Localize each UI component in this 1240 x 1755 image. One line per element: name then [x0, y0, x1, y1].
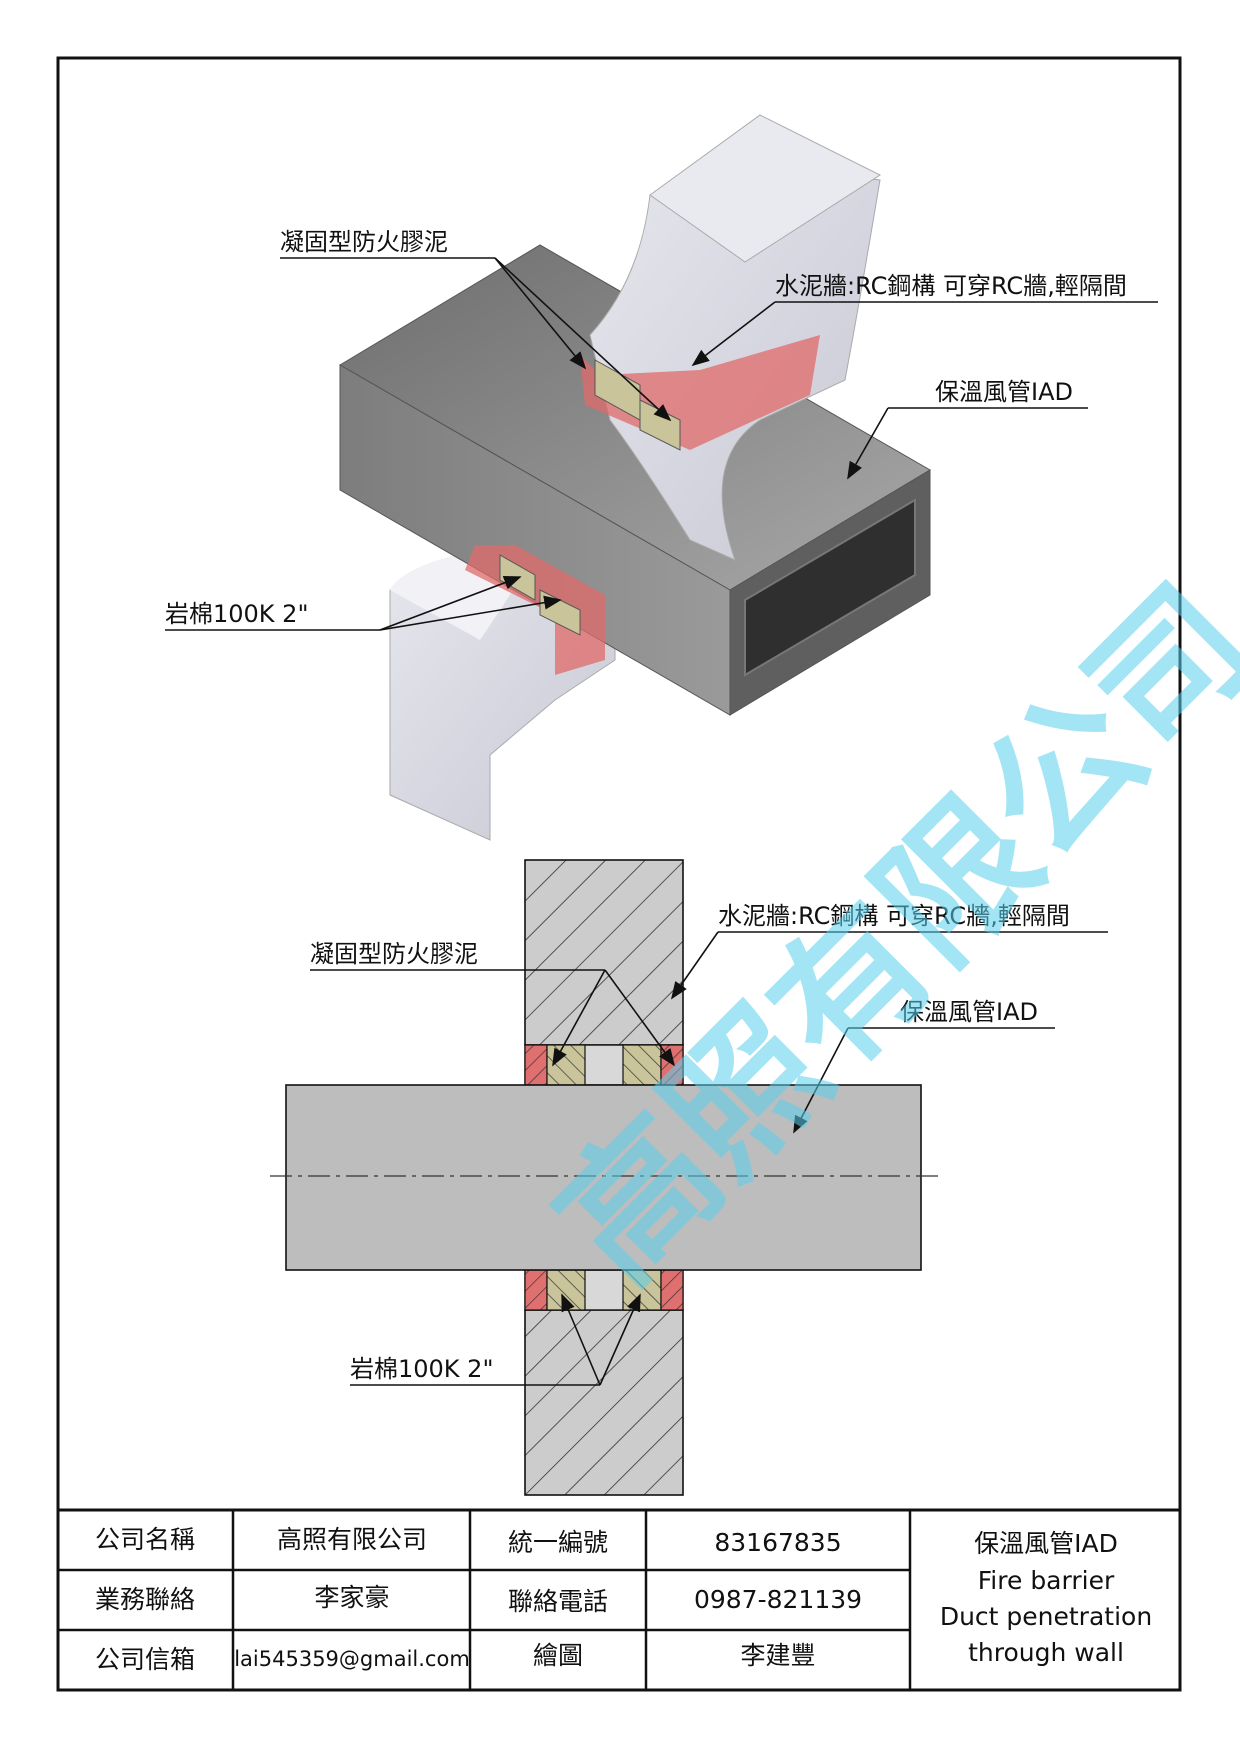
iso-label-putty: 凝固型防火膠泥 — [280, 228, 448, 256]
iso-label-wall: 水泥牆:RC鋼構 可穿RC牆,輕隔間 — [775, 272, 1127, 300]
section-duct — [285, 1084, 922, 1271]
section-putty-ul — [524, 1044, 548, 1086]
section-wall-lower — [524, 1309, 684, 1496]
tb-title-line-2: Fire barrier — [978, 1566, 1115, 1595]
section-annotations — [310, 931, 1108, 1386]
tb-title-line-3: Duct penetration — [940, 1602, 1152, 1631]
tb-value-company: 高照有限公司 — [277, 1525, 427, 1554]
tb-label-contact: 業務聯絡 — [95, 1585, 195, 1614]
section-label-duct: 保溫風管IAD — [900, 998, 1038, 1026]
tb-label-drawer: 繪圖 — [533, 1641, 583, 1670]
section-view — [270, 859, 938, 1496]
section-putty-ll — [524, 1269, 548, 1311]
tb-label-taxid: 統一編號 — [508, 1528, 608, 1557]
section-label-wall: 水泥牆:RC鋼構 可穿RC牆,輕隔間 — [718, 902, 1070, 930]
tb-value-contact: 李家豪 — [314, 1583, 389, 1612]
tb-value-taxid: 83167835 — [714, 1528, 841, 1557]
tb-title-line-1: 保溫風管IAD — [974, 1529, 1118, 1558]
tb-value-phone: 0987-821139 — [694, 1585, 862, 1614]
iso-annotations — [165, 257, 1158, 631]
tb-label-company: 公司名稱 — [95, 1525, 195, 1554]
iso-label-duct: 保溫風管IAD — [935, 378, 1073, 406]
tb-title-line-4: through wall — [968, 1638, 1124, 1667]
iso-label-wool: 岩棉100K 2" — [165, 600, 308, 628]
sheet-border — [56, 56, 1182, 1692]
section-label-wool: 岩棉100K 2" — [350, 1355, 493, 1383]
section-label-putty: 凝固型防火膠泥 — [310, 940, 478, 968]
section-wool-ul — [546, 1044, 586, 1086]
tb-label-phone: 聯絡電話 — [508, 1587, 608, 1616]
duct-opening — [744, 498, 916, 677]
section-wall-upper — [524, 859, 684, 1046]
tb-value-email: lai545359@gmail.com — [234, 1647, 470, 1671]
tb-label-email: 公司信箱 — [95, 1645, 195, 1674]
title-block: 公司名稱 高照有限公司 統一編號 83167835 業務聯絡 李家豪 聯絡電話 … — [58, 1508, 1180, 1690]
section-wool-ur — [622, 1044, 662, 1086]
isometric-view — [339, 114, 931, 841]
tb-value-drawer: 李建豐 — [740, 1641, 815, 1670]
